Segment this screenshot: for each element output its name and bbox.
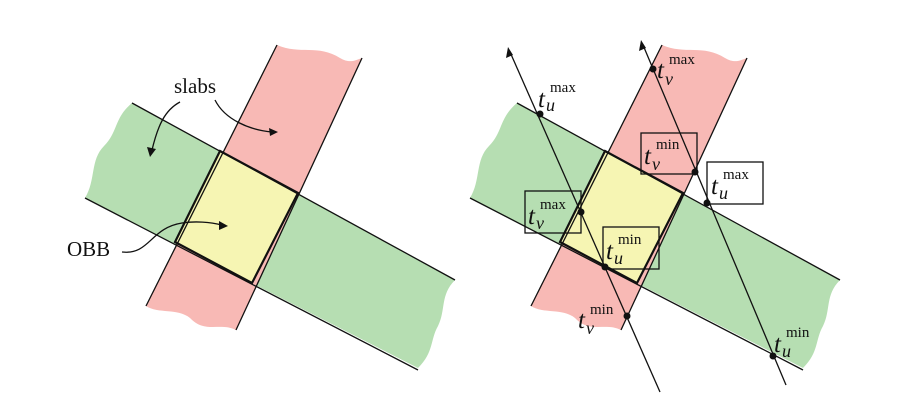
svg-text:u: u: [546, 95, 555, 115]
ray-one: [509, 51, 661, 393]
left-panel: slabs OBB: [67, 44, 456, 371]
tu-max-box: [706, 161, 764, 205]
svg-text:t: t: [606, 238, 614, 265]
label-tu-min-boxed: t u min: [606, 232, 642, 268]
red-slab-left-edge: [145, 44, 278, 307]
svg-text:u: u: [782, 341, 791, 361]
svg-text:min: min: [618, 232, 642, 248]
svg-text:u: u: [614, 248, 623, 268]
svg-text:t: t: [528, 203, 536, 230]
tv-min-box: [640, 132, 698, 175]
slabs-pointer-green: [151, 101, 181, 151]
slabs-pointer-red: [214, 99, 273, 133]
svg-text:t: t: [711, 173, 719, 200]
label-tv-max-boxed: t v max: [528, 197, 566, 233]
label-tu-max-top: t u max: [538, 80, 576, 115]
svg-text:t: t: [644, 143, 652, 170]
slabs-label: slabs: [174, 74, 216, 98]
svg-text:v: v: [536, 213, 544, 233]
label-tv-min-boxed: t v min: [644, 137, 680, 174]
red-slab-left-edge-right: [530, 44, 663, 307]
obb-box-right: [560, 151, 683, 283]
tv-max-box: [524, 190, 582, 234]
slabs-arrowhead-red: [269, 128, 278, 136]
svg-text:max: max: [669, 52, 695, 68]
obb-outline-right: [558, 149, 685, 285]
svg-text:t: t: [538, 86, 546, 113]
svg-text:max: max: [550, 80, 576, 96]
svg-text:v: v: [586, 318, 594, 338]
label-tv-max-top: t v max: [657, 52, 695, 89]
svg-text:v: v: [665, 69, 673, 89]
svg-text:min: min: [656, 137, 680, 153]
slabs-arrowhead-green: [147, 147, 156, 157]
point-tu-min-ray-two: [769, 352, 777, 360]
svg-text:t: t: [657, 57, 665, 84]
right-panel: t u max t v max t v min t u max t v max …: [469, 40, 841, 393]
obb-outline-left: [173, 149, 300, 285]
svg-text:max: max: [723, 167, 749, 183]
svg-text:t: t: [578, 307, 586, 334]
point-tv-min-ray-one: [623, 312, 631, 320]
obb-pointer: [121, 221, 223, 253]
svg-text:v: v: [652, 154, 660, 174]
svg-text:u: u: [719, 183, 728, 203]
point-tv-max-ray-two: [649, 65, 657, 73]
svg-text:max: max: [540, 197, 566, 213]
svg-text:min: min: [590, 302, 614, 318]
obb-box-left: [175, 151, 298, 283]
svg-text:min: min: [786, 325, 810, 341]
obb-label: OBB: [67, 237, 110, 261]
label-tu-min-bottom: t u min: [774, 325, 810, 361]
green-slab-bottom-edge: [84, 197, 419, 371]
red-slab-right-edge: [235, 57, 363, 331]
point-tu-max-ray-one: [536, 110, 544, 118]
ray-one-arrowhead: [506, 47, 513, 58]
label-tv-min-bottom: t v min: [578, 302, 614, 338]
label-tu-max-boxed: t u max: [711, 167, 749, 203]
ray-two: [642, 44, 787, 386]
obb-arrowhead: [219, 221, 228, 230]
svg-text:t: t: [774, 331, 782, 358]
ray-two-arrowhead: [639, 40, 646, 51]
red-slab-right-edge-right: [620, 57, 748, 331]
tu-min-box: [602, 226, 660, 270]
